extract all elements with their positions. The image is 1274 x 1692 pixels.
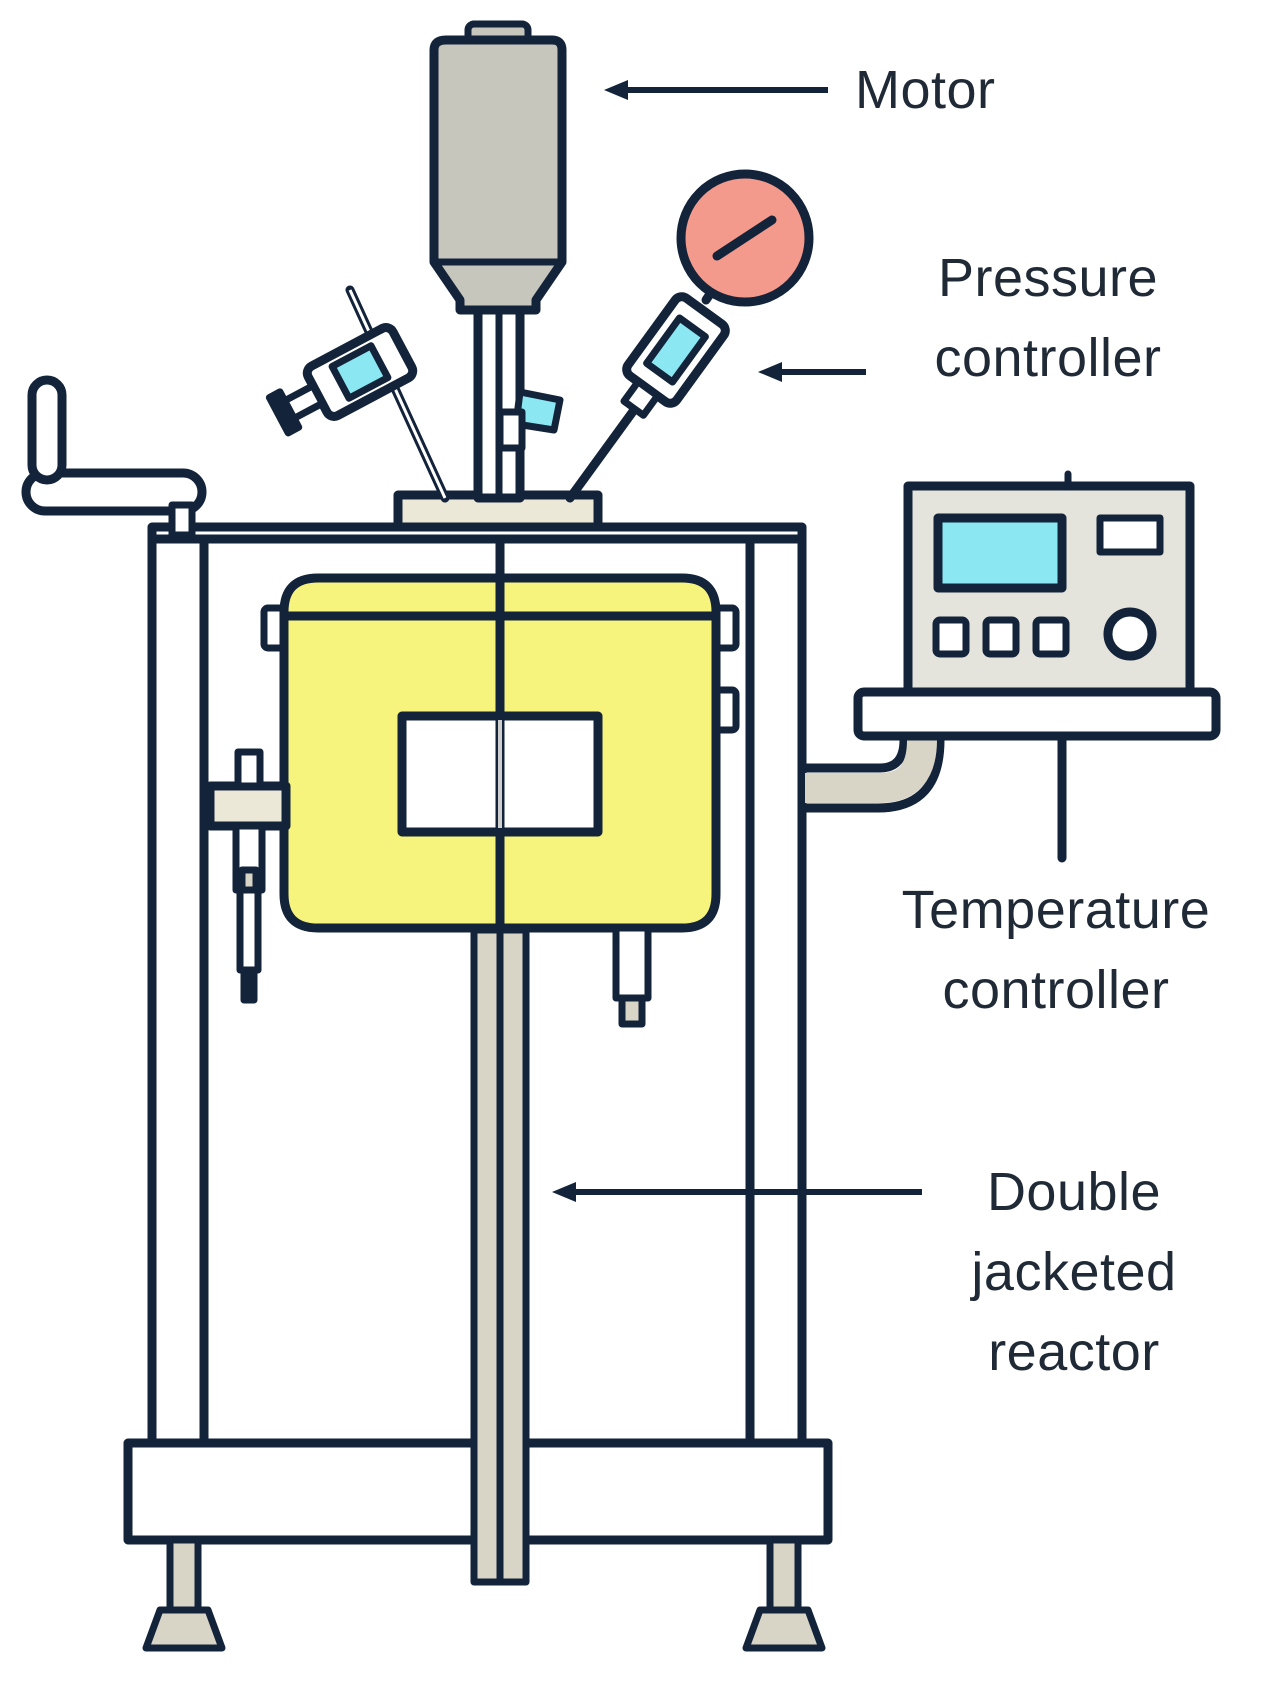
annotation-arrows [552,80,922,1202]
controller-knob-icon [1103,607,1157,661]
motor [429,20,567,503]
foot-right [742,1536,826,1652]
controller-display [1096,514,1164,556]
temperature-controller [797,470,1221,863]
foot-left [142,1536,226,1652]
label-pressure-line-1: Pressure [938,248,1158,308]
label-temperature-line-1: Temperature [902,880,1211,940]
controller-button-3 [1032,616,1070,658]
frame-right-post [745,525,807,1455]
label-temperature-line-2: controller [942,960,1169,1020]
bottom-drain [612,924,652,1028]
left-drain-valve [205,748,291,1004]
hand-crank [21,375,207,539]
controller-button-1 [932,616,970,658]
labels: Motor Pressure controller Temperature co… [855,60,1210,1382]
controller-screen [933,513,1067,593]
label-reactor-line-3: reactor [988,1322,1160,1382]
label-reactor-line-1: Double [987,1162,1161,1222]
shaft [470,926,530,1586]
neck-valve [496,388,564,452]
controller-button-2 [982,616,1020,658]
label-motor: Motor [855,60,996,120]
pressure-gauge [565,169,814,503]
frame-left-post [147,525,209,1455]
label-reactor-line-2: jacketed [969,1242,1176,1302]
inlet-probe [265,285,450,503]
reactor-vessel [260,535,740,935]
label-pressure-line-2: controller [934,328,1161,388]
